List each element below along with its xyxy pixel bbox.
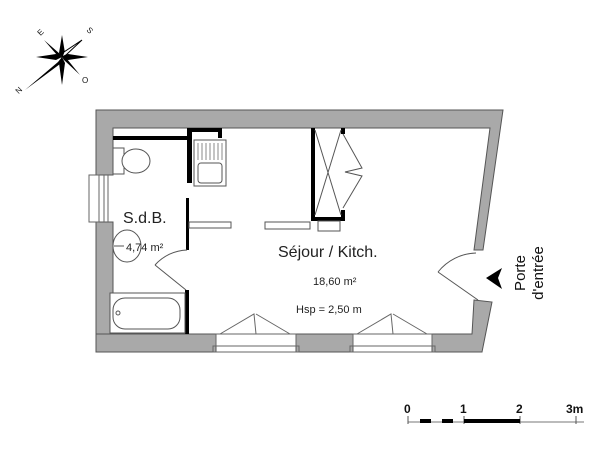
living-room-name: Séjour / Kitch. <box>278 244 378 261</box>
scale-tick-0: 0 <box>404 402 411 416</box>
scale-tick-1: 1 <box>460 402 467 416</box>
entrance-arrow-icon <box>486 268 502 289</box>
entrance-label: Porte d'entrée <box>512 228 548 318</box>
entrance-door <box>437 252 479 301</box>
scale-tick-3m: 3m <box>566 402 584 416</box>
entrance-label-line1: Porte <box>512 255 529 291</box>
ceiling-height: Hsp = 2,50 m <box>296 304 362 316</box>
scale-bar <box>407 416 584 424</box>
entrance-label-line2: d'entrée <box>530 246 547 300</box>
bathroom-area: 4,74 m² <box>126 242 164 254</box>
toilet-icon <box>112 147 151 175</box>
washbasin-icon <box>112 229 142 263</box>
bathroom-window <box>88 174 109 223</box>
counter-stubs <box>188 221 311 230</box>
living-room-windows <box>212 313 436 353</box>
scale-tick-2: 2 <box>516 402 523 416</box>
bathroom-name: S.d.B. <box>123 210 167 227</box>
bathroom-partitions <box>113 128 222 334</box>
bathtub-icon <box>109 292 186 334</box>
bathroom-door <box>154 249 188 291</box>
compass-label-west: O <box>82 76 89 85</box>
living-room-area: 18,60 m² <box>313 276 357 288</box>
closet <box>311 128 363 232</box>
compass-rose-icon <box>25 35 88 90</box>
kitchen-sink-icon <box>193 139 227 187</box>
exterior-walls <box>95 109 504 353</box>
